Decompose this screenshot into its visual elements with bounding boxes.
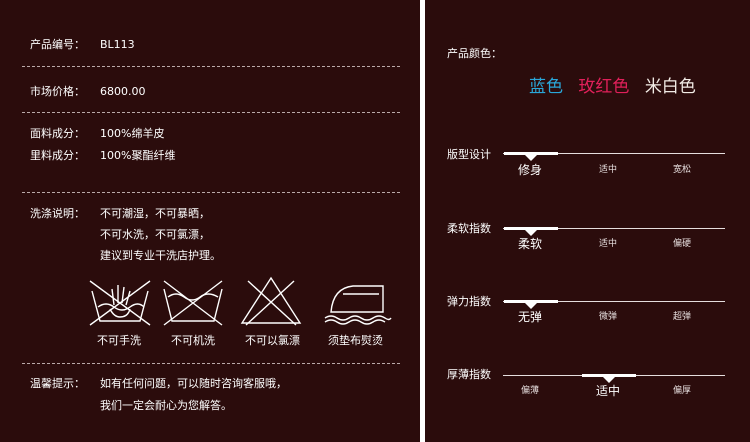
color-list: 蓝色 玫红色 米白色	[529, 76, 706, 98]
scale-title: 厚薄指数	[447, 368, 491, 381]
scale-title: 弹力指数	[447, 295, 491, 308]
fabric-label: 面料成分：	[30, 127, 85, 140]
scale-pointer	[525, 155, 537, 161]
care-icon-label: 不可以氯漂	[245, 334, 300, 347]
wash-line: 不可水洗，不可氯漂，	[100, 228, 210, 241]
scale-track	[503, 153, 725, 154]
product-info-panel: 产品编号： BL113 市场价格： 6800.00 面料成分： 100%绵羊皮 …	[0, 0, 420, 442]
scale-pointer	[525, 230, 537, 236]
iron-with-cloth-icon	[323, 280, 393, 326]
tip-line: 如有任何问题，可以随时咨询客服哦，	[100, 377, 287, 390]
fabric-value: 100%绵羊皮	[100, 127, 165, 140]
tip-label: 温馨提示：	[30, 377, 85, 390]
scale-highlight	[504, 152, 558, 155]
divider	[22, 112, 400, 113]
product-attributes-panel: 产品颜色： 蓝色 玫红色 米白色 版型设计 修身 适中 宽松 柔软指数 柔软 适…	[425, 0, 750, 442]
scale-highlight	[582, 374, 636, 377]
color-label: 产品颜色：	[447, 47, 502, 60]
scale-option: 修身	[518, 163, 543, 177]
scale-option: 柔软	[518, 237, 543, 251]
scale-highlight	[504, 300, 558, 303]
divider	[22, 363, 400, 364]
care-icon-label: 不可机洗	[171, 334, 215, 347]
wash-line: 建议到专业干洗店护理。	[100, 249, 221, 262]
color-option[interactable]: 蓝色	[529, 77, 563, 97]
scale-option: 偏硬	[673, 239, 692, 249]
scale-option: 适中	[599, 165, 618, 175]
wash-line: 不可潮湿，不可暴晒，	[100, 207, 210, 220]
scale-track	[503, 228, 725, 229]
scale-option: 适中	[599, 239, 618, 249]
color-option[interactable]: 米白色	[644, 77, 696, 97]
tip-line: 我们一定会耐心为您解答。	[100, 399, 232, 412]
price-label: 市场价格：	[30, 85, 85, 98]
scale-option: 无弹	[518, 310, 543, 324]
divider	[22, 192, 400, 193]
scale-highlight	[504, 227, 558, 230]
no-bleach-icon	[238, 275, 304, 327]
scale-option: 微弹	[599, 312, 618, 322]
scale-option: 宽松	[673, 165, 692, 175]
lining-label: 里料成分：	[30, 149, 85, 162]
color-option[interactable]: 玫红色	[578, 77, 630, 97]
wash-label: 洗涤说明：	[30, 207, 85, 220]
lining-value: 100%聚酯纤维	[100, 149, 176, 162]
no-hand-wash-icon	[88, 277, 152, 327]
scale-title: 柔软指数	[447, 222, 491, 235]
no-machine-wash-icon	[160, 277, 226, 327]
product-code-label: 产品编号：	[30, 38, 85, 51]
scale-pointer	[603, 377, 615, 383]
scale-option: 偏薄	[521, 386, 540, 396]
scale-track	[503, 301, 725, 302]
scale-pointer	[525, 303, 537, 309]
scale-option: 适中	[596, 384, 621, 398]
care-icon-label: 不可手洗	[97, 334, 141, 347]
product-code-value: BL113	[100, 38, 135, 51]
price-value: 6800.00	[100, 85, 146, 98]
scale-option: 偏厚	[673, 386, 692, 396]
divider	[22, 66, 400, 67]
care-icon-label: 须垫布熨烫	[328, 334, 383, 347]
scale-title: 版型设计	[447, 148, 491, 161]
scale-option: 超弹	[673, 312, 692, 322]
